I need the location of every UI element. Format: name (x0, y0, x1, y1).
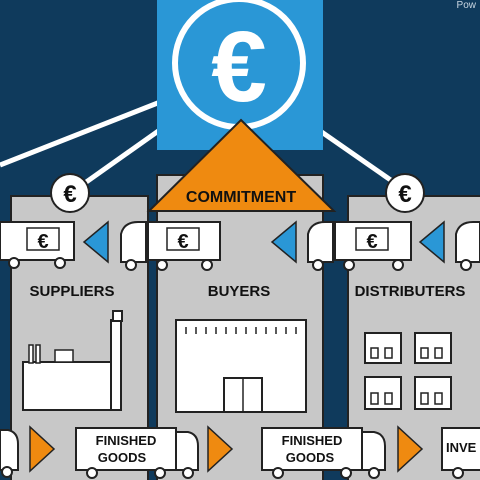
money-truck-1: € (0, 221, 75, 269)
column-label-suppliers: SUPPLIERS (29, 283, 114, 300)
goods-truck-3-line1: INVE (446, 440, 477, 455)
goods-truck-1-line1: FINISHED (96, 433, 157, 448)
money-flow-arrow-1 (82, 220, 109, 264)
goods-truck-2: FINISHED GOODS (261, 427, 386, 479)
truck-1-euro-icon: € (37, 231, 48, 253)
goods-truck-1-line2: GOODS (98, 450, 147, 465)
column-label-distributers: DISTRIBUTERS (355, 283, 466, 300)
commitment-triangle (146, 118, 337, 212)
distribution-buildings-icon (364, 332, 452, 410)
money-truck-2: € (120, 221, 221, 271)
supplier-euro-symbol: € (63, 181, 76, 208)
warehouse-icon (175, 319, 307, 413)
supplier-euro-icon (50, 173, 90, 213)
commitment-label: COMMITMENT (186, 189, 296, 206)
distributer-euro-symbol: € (398, 181, 411, 208)
money-truck-3: € (307, 221, 412, 271)
column-label-buyers: BUYERS (208, 283, 271, 300)
goods-truck-1: FINISHED GOODS (75, 427, 199, 479)
goods-flow-arrow-2 (207, 425, 234, 473)
goods-truck-partial-left (0, 429, 19, 478)
truck-2-euro-icon: € (177, 231, 188, 253)
money-flow-arrow-3 (418, 220, 445, 264)
money-truck-4-partial (455, 221, 480, 271)
euro-hub-icon: € (211, 11, 267, 123)
goods-truck-3-partial: INVE (441, 427, 480, 479)
goods-flow-arrow-1 (29, 425, 56, 473)
distributer-euro-icon (385, 173, 425, 213)
goods-truck-2-line1: FINISHED (282, 433, 343, 448)
goods-flow-arrow-3 (397, 425, 424, 473)
truck-3-euro-icon: € (366, 231, 377, 253)
money-flow-arrow-2 (270, 220, 297, 264)
corner-text: Pow (456, 0, 476, 11)
hub-line-left (0, 92, 179, 168)
factory-icon (22, 310, 123, 411)
goods-truck-2-line2: GOODS (286, 450, 335, 465)
